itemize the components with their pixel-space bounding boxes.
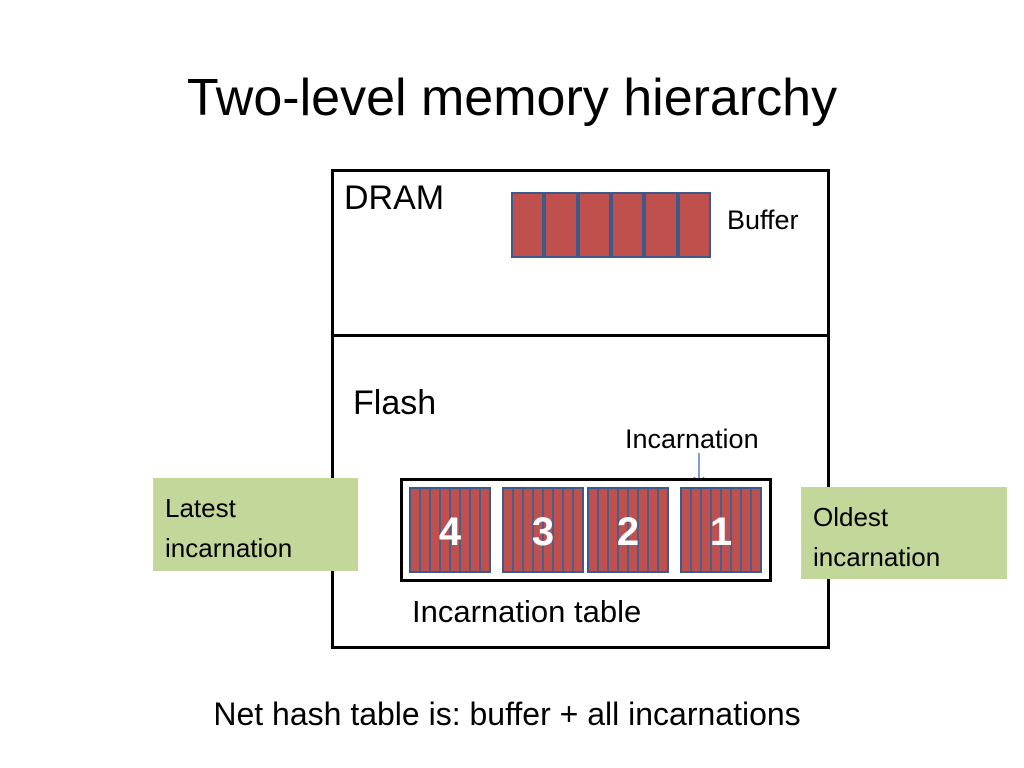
buffer-cell: [610, 192, 645, 258]
buffer-cell: [577, 192, 611, 258]
incarnation-number: 4: [438, 510, 462, 554]
dram-box: DRAM Buffer: [331, 169, 830, 341]
slide-title: Two-level memory hierarchy: [186, 69, 838, 127]
buffer: [511, 192, 711, 258]
incarnation-block-3: 3: [502, 487, 584, 573]
incarnation-number: 2: [616, 510, 640, 554]
buffer-label: Buffer: [727, 205, 799, 235]
incarnation-pointer-label: Incarnation: [625, 424, 759, 454]
buffer-cell: [511, 192, 545, 258]
buffer-cell: [644, 192, 678, 258]
incarnation-table-label: Incarnation table: [412, 594, 642, 629]
incarnation-number: 1: [709, 510, 733, 554]
incarnation-number: 3: [531, 510, 555, 554]
latest-incarnation-note: Latest incarnation: [153, 478, 358, 571]
flash-label: Flash: [353, 384, 437, 422]
flash-box: Flash Incarnation 4 3 2 1 Incarnation ta…: [331, 334, 830, 649]
footer-caption: Net hash table is: buffer + all incarnat…: [213, 696, 801, 732]
incarnation-block-1: 1: [680, 487, 762, 573]
incarnation-block-4: 4: [409, 487, 491, 573]
buffer-cell: [544, 192, 578, 258]
buffer-cell: [677, 192, 711, 258]
dram-label: DRAM: [344, 179, 445, 217]
oldest-incarnation-note: Oldest incarnation: [801, 487, 1007, 579]
incarnation-block-2: 2: [587, 487, 669, 573]
